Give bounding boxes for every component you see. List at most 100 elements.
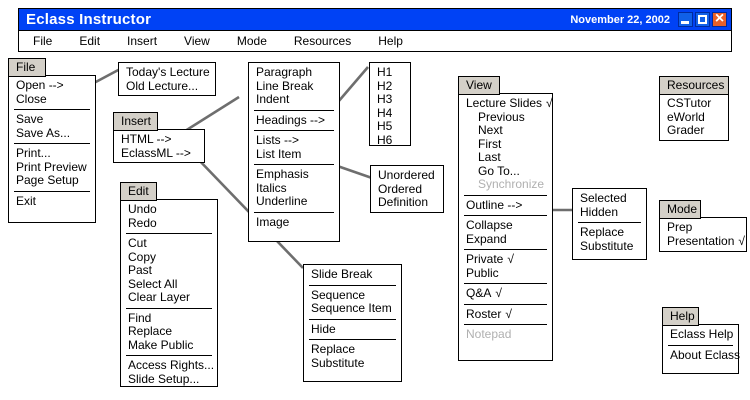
menu-item-slide-break[interactable]: Slide Break <box>311 267 373 281</box>
menu-item-headings[interactable]: Headings --> <box>256 112 326 127</box>
menu-tab-resources[interactable]: Resources <box>659 76 729 95</box>
menu-item-save[interactable]: Save <box>16 112 44 126</box>
menu-item-cut[interactable]: Cut <box>128 236 147 250</box>
menu-item-access-rights[interactable]: Access Rights... <box>128 358 215 372</box>
menu-item-ordered[interactable]: Ordered <box>378 181 423 196</box>
menu-item-eclass-help[interactable]: Eclass Help <box>670 327 734 341</box>
menu-item-cstutor[interactable]: CSTutor <box>667 96 712 110</box>
menu-item-prep[interactable]: Prep <box>667 220 693 234</box>
menubar-item-insert[interactable]: Insert <box>127 34 158 48</box>
menu-item-close[interactable]: Close <box>16 91 47 106</box>
menubar-item-file[interactable]: File <box>33 34 53 48</box>
menu-item-last[interactable]: Last <box>478 150 501 164</box>
menu-item-print[interactable]: Print... <box>16 146 51 160</box>
menu-tab-view[interactable]: View <box>458 76 500 95</box>
menu-separator <box>126 233 212 234</box>
menu-item-synchronize: Synchronize <box>478 177 545 191</box>
menu-item-indent[interactable]: Indent <box>256 92 290 106</box>
menu-item-italics[interactable]: Italics <box>256 180 287 195</box>
menu-item-private[interactable]: Private√ <box>459 252 552 267</box>
menu-item-make-public[interactable]: Make Public <box>128 337 194 352</box>
menu-item-previous[interactable]: Previous <box>478 109 525 124</box>
menu-item-first[interactable]: First <box>478 136 502 151</box>
menu-item-underline[interactable]: Underline <box>256 194 308 208</box>
menu-item-html[interactable]: HTML --> <box>121 132 172 146</box>
menu-panel-outline-submenu: Selected Hidden Replace Substitute <box>572 188 647 260</box>
menu-item-old-lecture[interactable]: Old Lecture... <box>126 78 199 93</box>
menu-item-find[interactable]: Find <box>128 310 152 325</box>
menu-item-h3[interactable]: H3 <box>377 92 393 106</box>
menu-item-h4[interactable]: H4 <box>377 105 393 120</box>
menu-item-past[interactable]: Past <box>128 263 153 277</box>
menu-separator <box>126 355 212 356</box>
menu-item-next[interactable]: Next <box>478 123 503 137</box>
menu-item-qa[interactable]: Q&A√ <box>459 286 552 301</box>
menu-item-slide-setup[interactable]: Slide Setup... <box>128 371 200 386</box>
menu-item-eworld[interactable]: eWorld <box>667 109 705 124</box>
menu-item-collapse[interactable]: Collapse <box>466 218 513 232</box>
menu-separator <box>126 307 212 309</box>
menu-item-unordered[interactable]: Unordered <box>378 168 435 182</box>
menu-item-go-to[interactable]: Go To... <box>478 163 520 178</box>
menu-item-copy[interactable]: Copy <box>128 249 157 264</box>
maximize-button[interactable] <box>695 12 710 27</box>
menu-item-hidden[interactable]: Hidden <box>580 204 619 219</box>
menu-item-grader[interactable]: Grader <box>667 123 705 137</box>
menu-item-line-break[interactable]: Line Break <box>256 78 314 93</box>
menu-item-open[interactable]: Open --> <box>16 78 64 92</box>
menu-item-presentation[interactable]: Presentation√ <box>660 233 746 249</box>
menubar-item-help[interactable]: Help <box>378 34 403 48</box>
menu-item-print-preview[interactable]: Print Preview <box>16 159 87 174</box>
menubar-item-view[interactable]: View <box>184 34 210 48</box>
menu-separator <box>14 109 90 110</box>
menu-item-replace-outline[interactable]: Replace <box>580 225 625 239</box>
menu-item-clear-layer[interactable]: Clear Layer <box>128 290 191 304</box>
menu-item-todays-lecture[interactable]: Today's Lecture <box>126 65 210 79</box>
menu-item-h1[interactable]: H1 <box>377 65 393 79</box>
menubar-item-mode[interactable]: Mode <box>236 34 267 48</box>
menu-item-sequence[interactable]: Sequence <box>311 287 366 302</box>
menubar-item-edit[interactable]: Edit <box>79 34 101 48</box>
menu-item-select-all[interactable]: Select All <box>128 276 178 291</box>
menu-item-replace[interactable]: Replace <box>128 324 173 338</box>
menu-item-h5[interactable]: H5 <box>377 119 393 133</box>
minimize-button[interactable] <box>678 12 693 27</box>
menu-tab-edit[interactable]: Edit <box>120 182 157 201</box>
menu-item-image[interactable]: Image <box>256 214 290 229</box>
menu-item-exit[interactable]: Exit <box>16 193 37 208</box>
menu-tab-insert[interactable]: Insert <box>113 112 158 131</box>
menu-item-undo[interactable]: Undo <box>128 202 157 216</box>
menu-item-lecture-slides[interactable]: Lecture Slides√ <box>459 96 553 111</box>
menubar-item-resources[interactable]: Resources <box>293 34 352 48</box>
menu-item-substitute-outline[interactable]: Substitute <box>580 238 634 253</box>
menu-item-substitute-eclassml[interactable]: Substitute <box>311 355 365 370</box>
menu-item-page-setup[interactable]: Page Setup <box>16 173 79 187</box>
menu-item-selected[interactable]: Selected <box>580 191 627 205</box>
menu-item-roster[interactable]: Roster√ <box>459 307 552 322</box>
menu-item-definition[interactable]: Definition <box>378 195 429 209</box>
menu-item-save-as[interactable]: Save As... <box>16 125 71 140</box>
menu-item-expand[interactable]: Expand <box>466 231 507 246</box>
menu-tab-mode[interactable]: Mode <box>659 200 701 219</box>
menu-item-redo[interactable]: Redo <box>128 215 157 230</box>
menu-item-h2[interactable]: H2 <box>377 78 393 93</box>
menu-tab-help[interactable]: Help <box>662 307 699 326</box>
menu-item-sequence-item[interactable]: Sequence Item <box>311 301 392 315</box>
checkmark-icon: √ <box>738 233 745 248</box>
menu-item-outline[interactable]: Outline --> <box>466 197 523 212</box>
menu-item-paragraph[interactable]: Paragraph <box>256 65 313 79</box>
menu-item-h6[interactable]: H6 <box>377 132 393 147</box>
menu-tab-file[interactable]: File <box>8 58 46 77</box>
menu-separator <box>14 143 90 144</box>
menu-item-list-item[interactable]: List Item <box>256 146 302 161</box>
close-button[interactable] <box>712 9 727 29</box>
menu-item-lists[interactable]: Lists --> <box>256 133 300 147</box>
menu-item-emphasis[interactable]: Emphasis <box>256 167 309 181</box>
menu-item-replace-eclassml[interactable]: Replace <box>311 342 356 356</box>
menu-item-public[interactable]: Public <box>466 265 499 280</box>
menu-item-hide[interactable]: Hide <box>311 321 336 336</box>
menu-item-about-eclass[interactable]: About Eclass <box>670 347 741 362</box>
menu-item-eclassml[interactable]: EclassML --> <box>121 145 191 160</box>
checkmark-icon: √ <box>546 96 553 110</box>
